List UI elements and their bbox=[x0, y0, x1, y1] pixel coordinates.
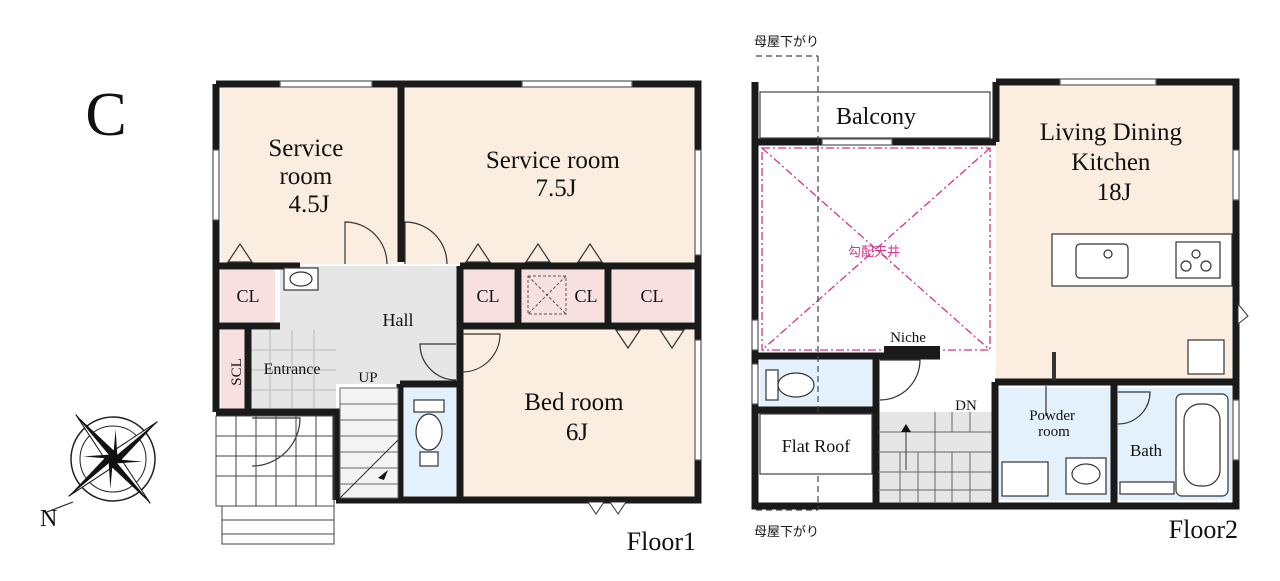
toilet-icon bbox=[413, 399, 445, 467]
entrance-area bbox=[250, 330, 336, 408]
bathtub-icon bbox=[1119, 393, 1229, 497]
porch-steps bbox=[215, 415, 335, 545]
powder-room-label: Powder room bbox=[1029, 408, 1079, 440]
floor2-stairs bbox=[878, 412, 992, 502]
closet1-area bbox=[221, 270, 275, 322]
bed-room-area bbox=[460, 330, 694, 498]
floor1-windows bbox=[212, 80, 702, 461]
up-label: UP bbox=[358, 370, 377, 386]
closet-label-2: CL bbox=[476, 286, 499, 306]
closet-label-3: CL bbox=[574, 286, 597, 306]
service-room-large-area bbox=[404, 88, 694, 264]
service-room-small-label: Service room 4.5J bbox=[268, 135, 349, 218]
entrance-tiles bbox=[250, 330, 336, 408]
floor1-stairs bbox=[339, 387, 399, 499]
closet-label-4: CL bbox=[640, 286, 663, 306]
plan-type-letter: C bbox=[85, 81, 126, 149]
balcony-frame bbox=[759, 91, 991, 139]
closet-door-marks bbox=[226, 242, 686, 350]
scl-label: SCL bbox=[229, 358, 245, 386]
sloped-ceiling-outline bbox=[761, 147, 991, 351]
ldk-label: Living Dining Kitchen 18J bbox=[1040, 119, 1189, 206]
bed-room-label: Bed room 6J bbox=[524, 389, 630, 446]
floor1-label: Floor1 bbox=[627, 527, 696, 556]
floor1-walls bbox=[212, 80, 702, 504]
scl-area bbox=[221, 330, 247, 410]
flat-roof-frame bbox=[759, 413, 873, 475]
fridge-space bbox=[1187, 339, 1225, 375]
flat-roof-label: Flat Roof bbox=[782, 436, 851, 456]
washbasin-icon bbox=[1001, 457, 1107, 497]
storage-hatch bbox=[527, 275, 567, 315]
closet4-area bbox=[612, 270, 692, 322]
closet3-area bbox=[522, 270, 606, 322]
floor2-windows bbox=[751, 78, 1240, 461]
floor2-plan: 勾配天井 母屋下がり 母屋下がり bbox=[751, 34, 1249, 544]
closet-label-1: CL bbox=[236, 286, 259, 306]
down-label: DN bbox=[955, 398, 977, 414]
roof-note-top: 母屋下がり bbox=[754, 34, 819, 49]
entrance-label: Entrance bbox=[264, 361, 321, 378]
service-room-large-label: Service room 7.5J bbox=[486, 147, 626, 202]
floor2-label: Floor2 bbox=[1169, 515, 1238, 544]
floor2-doors bbox=[879, 359, 1151, 425]
roof-note-bottom: 母屋下がり bbox=[754, 524, 819, 539]
ldk-vent-icon bbox=[1237, 302, 1249, 326]
bath-label: Bath bbox=[1130, 441, 1163, 460]
floor1-plan: Service room 4.5J Service room 7.5J Bed … bbox=[212, 80, 702, 556]
niche-label: Niche bbox=[890, 330, 926, 346]
toilet2-icon bbox=[765, 369, 815, 401]
kitchen-counter bbox=[1051, 233, 1233, 287]
hall-sink-icon bbox=[283, 267, 319, 291]
floor1-vents bbox=[587, 501, 627, 515]
roof-eave-line bbox=[756, 55, 819, 511]
stairs-up-arrow-icon bbox=[378, 470, 388, 480]
closet2-area bbox=[462, 270, 514, 322]
balcony-label: Balcony bbox=[836, 104, 916, 130]
compass-north-label: N bbox=[40, 506, 57, 532]
balcony-area bbox=[758, 86, 992, 142]
sloped-ceiling-label: 勾配天井 bbox=[848, 244, 900, 259]
floor1-doors bbox=[251, 221, 501, 467]
stairs-down-arrow-icon bbox=[901, 424, 911, 432]
service-room-small-area bbox=[221, 88, 399, 264]
niche-bar bbox=[884, 346, 940, 354]
ldk-area bbox=[996, 86, 1232, 380]
hall-label: Hall bbox=[383, 310, 414, 330]
compass-rose-icon bbox=[46, 414, 158, 513]
